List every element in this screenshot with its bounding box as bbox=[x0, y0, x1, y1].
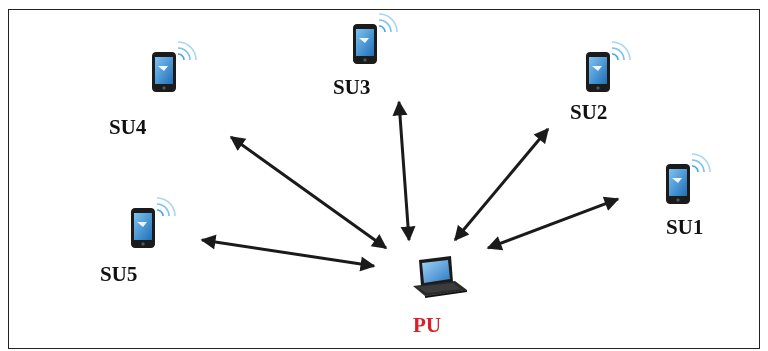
su1-smartphone-icon bbox=[665, 153, 711, 205]
edge-pu-su5 bbox=[200, 234, 376, 272]
diagram-frame bbox=[8, 9, 760, 349]
su2-smartphone-icon bbox=[585, 41, 631, 93]
pu-laptop-icon bbox=[413, 256, 467, 298]
node-label-su2: SU2 bbox=[570, 100, 608, 124]
edge-pu-su3 bbox=[392, 100, 416, 242]
node-label-su4: SU4 bbox=[109, 115, 147, 139]
edge-pu-su2 bbox=[453, 127, 550, 242]
node-label-su5: SU5 bbox=[100, 262, 138, 286]
node-label-su1: SU1 bbox=[666, 215, 704, 239]
nodes-layer bbox=[130, 13, 711, 298]
edge-pu-su1 bbox=[486, 196, 620, 251]
node-label-su3: SU3 bbox=[333, 75, 371, 99]
su5-smartphone-icon bbox=[130, 197, 176, 249]
su4-smartphone-icon bbox=[151, 41, 197, 93]
edge-pu-su4 bbox=[229, 135, 388, 250]
edges-layer bbox=[200, 100, 620, 272]
node-label-pu: PU bbox=[413, 313, 441, 337]
su3-smartphone-icon bbox=[352, 13, 398, 65]
